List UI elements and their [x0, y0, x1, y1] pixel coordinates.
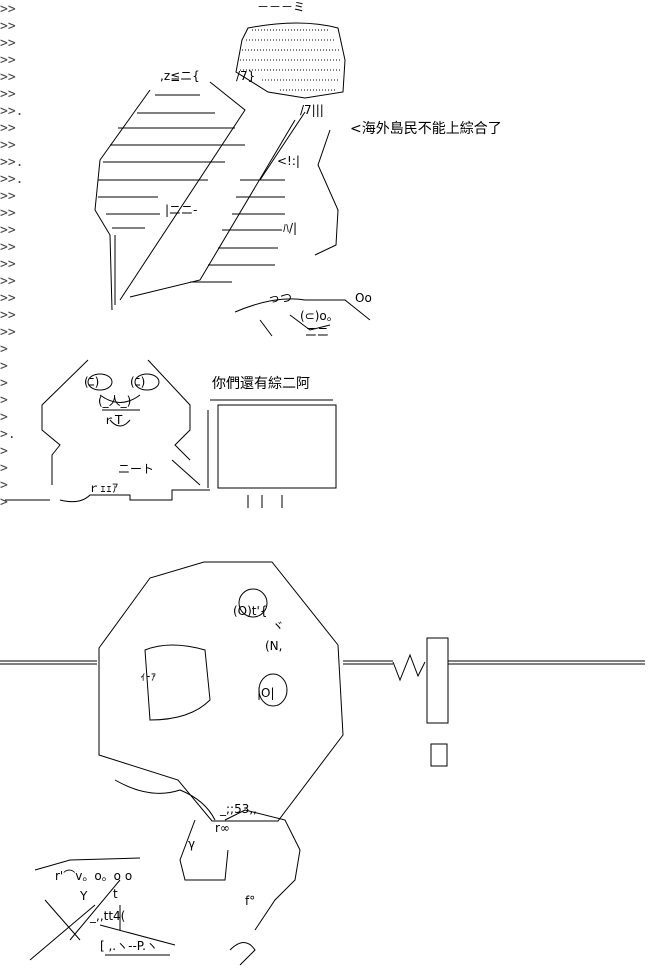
art-fragment: r'⌒v。o。o o — [55, 869, 132, 883]
art-fragment: ニニ — [305, 325, 329, 339]
neet-label: ニート — [118, 462, 154, 476]
quote-marker: > — [0, 461, 8, 476]
art-fragment: ヾ — [272, 619, 284, 633]
thought-tail — [114, 779, 216, 821]
quote-marker: >. — [0, 427, 16, 442]
quote-marker: >>. — [0, 155, 23, 170]
art-fragment: ,z≦ニ{ — [160, 69, 200, 83]
art-fragment: Y — [79, 889, 88, 903]
art-fragment: (ﾆ) — [130, 375, 145, 389]
head-outline — [235, 22, 346, 99]
art-fragment: (ﾆ) — [84, 375, 99, 389]
quote-marker: > — [0, 444, 8, 459]
quote-marker: >> — [0, 70, 16, 85]
quote-marker: > — [0, 410, 8, 425]
exclamation-bar — [426, 637, 449, 724]
quote-marker: > — [0, 478, 8, 493]
art-fragment: _,,tt4( — [89, 909, 125, 923]
nose — [99, 394, 141, 403]
r-label: ｒｪｪｱ — [88, 481, 118, 495]
art-fragment: <!:| — [277, 154, 300, 168]
speech-caption-2: 你們還有綜二阿 — [212, 376, 310, 392]
quote-markers: >> >> >> >> >> >> >>. >> >> >>. >>. >> >… — [0, 2, 23, 510]
art-fragment: ｨ-ｧ — [140, 669, 156, 683]
quote-marker: >> — [0, 189, 16, 204]
art-fragment: /7||| — [300, 103, 324, 117]
quote-marker: >> — [0, 138, 16, 153]
quote-marker: > — [0, 495, 8, 510]
quote-marker: >> — [0, 206, 16, 221]
panel-3: (O)t'{ (N, |O| ｨ-ｧ ヾ _;;53,, _,,tt4( r'⌒… — [0, 561, 645, 966]
art-fragment: γ — [188, 837, 195, 851]
art-fragment: (O)t'{ — [233, 604, 267, 618]
art-fragment: _;;53,, — [219, 802, 257, 816]
quote-marker: >> — [0, 87, 16, 102]
quote-marker: > — [0, 342, 8, 357]
quote-marker: >>. — [0, 172, 23, 187]
back-curve — [314, 129, 339, 256]
desk — [5, 489, 210, 503]
quote-marker: >> — [0, 223, 16, 238]
speech-caption-1: <海外島民不能上綜合了 — [350, 121, 502, 137]
art-fragment: (N, — [265, 639, 282, 653]
quote-marker: >> — [0, 2, 16, 17]
quote-marker: >> — [0, 121, 16, 136]
body-outline — [94, 81, 246, 311]
art-fragment: t — [113, 887, 118, 901]
hand — [234, 298, 371, 337]
art-fragment: |ニニ- — [165, 203, 197, 217]
art-fragment: |O| — [257, 686, 275, 700]
quote-marker: >> — [0, 274, 16, 289]
face-outline — [41, 359, 191, 485]
body-hatching — [98, 94, 285, 283]
art-fragment: ｒT — [103, 413, 123, 427]
quote-marker: >> — [0, 53, 16, 68]
kanji-shape — [29, 809, 301, 966]
art-fragment: っつ — [268, 291, 292, 305]
art-fragment: r∞ — [215, 821, 230, 835]
art-fragment: /7} — [236, 69, 255, 83]
art-fragment: [ ,.ヽ--P.ヽ — [100, 939, 158, 953]
quote-marker: >> — [0, 36, 16, 51]
art-fragment: －－－ミ — [257, 0, 305, 14]
head-hatching — [240, 29, 342, 91]
quote-marker: > — [0, 359, 8, 374]
art-fragment: f° — [245, 894, 255, 908]
art-fragment: ﾊ/| — [283, 221, 297, 235]
quote-marker: >> — [0, 308, 16, 323]
quote-marker: >> — [0, 19, 16, 34]
panel-2-neet: (ﾆ) (ﾆ) (_人_) ｒT ニート ｒｪｪｱ 你們還有綜二阿 — [5, 359, 337, 508]
art-fragment: (_人_) — [98, 394, 131, 408]
quote-marker: > — [0, 376, 8, 391]
octagon-bubble — [98, 561, 344, 822]
quote-marker: >> — [0, 257, 16, 272]
quote-marker: >> — [0, 325, 16, 340]
panel-1-figure: －－－ミ ,z≦ニ{ /7} /7||| <!:| |ニニ- ﾊ/| っつ Oo… — [94, 0, 502, 339]
monitor — [217, 404, 337, 489]
quote-marker: >> — [0, 291, 16, 306]
art-fragment: Oo — [355, 291, 372, 305]
quote-marker: >> — [0, 240, 16, 255]
art-fragment: (⊂)o。 — [300, 309, 339, 323]
quote-marker: >>. — [0, 104, 23, 119]
quote-marker: > — [0, 393, 8, 408]
arm — [129, 111, 306, 298]
exclamation-dot — [430, 743, 448, 767]
